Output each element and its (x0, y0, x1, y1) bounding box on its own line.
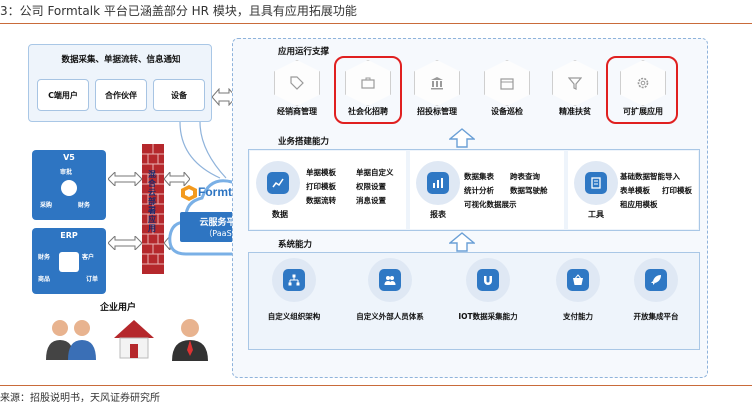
app-inspection: 设备巡检 (474, 60, 540, 120)
data-group: 数据 单据模板 单据自定义 打印模板 权限设置 数据流转 消息设置 (250, 151, 406, 229)
erp-hub-icon (59, 252, 79, 272)
enterprise-users-label: 企业用户 (100, 300, 136, 313)
erp-box: ERP 财务 客户 订单 商品 (32, 228, 106, 294)
top-item-device: 设备 (153, 79, 205, 111)
v5-node-purchase: 采购 (40, 200, 52, 209)
erp-node-order: 订单 (86, 274, 98, 283)
briefcase-icon (345, 60, 391, 106)
erp-firewall-arrow (108, 236, 142, 250)
erp-title: ERP (32, 231, 106, 240)
building-icon (414, 60, 460, 106)
app-extensible: 可扩展应用 (610, 60, 676, 120)
org-chart-icon (272, 258, 316, 302)
v5-box: V5 审批 采购 财务 (32, 150, 106, 220)
report-group-icon (416, 161, 460, 205)
app-poverty: 精准扶贫 (542, 60, 608, 120)
sys-item-external: 自定义外部人员体系 (348, 256, 432, 348)
sys-item-iot: IOT数据采集能力 (446, 256, 530, 348)
app-bidding: 招投标管理 (404, 60, 470, 120)
tag-icon (274, 60, 320, 106)
left-top-box: 数据采集、单据流转、信息通知 C端用户 合作伙伴 设备 (28, 44, 212, 122)
report-group: 报表 数据集表 跨表查询 统计分析 数据驾驶舱 可视化数据展示 (410, 151, 564, 229)
rocket-icon (634, 258, 678, 302)
tool-group-icon (574, 161, 618, 205)
calendar-icon (484, 60, 530, 106)
funnel-icon (552, 60, 598, 106)
left-top-title: 数据采集、单据流转、信息通知 (29, 53, 213, 65)
businessman-icon (170, 316, 210, 362)
user-group-icon (40, 316, 104, 362)
top-item-c-user: C端用户 (37, 79, 89, 111)
app-section-title: 应用运行支撑 (278, 45, 329, 57)
v5-firewall-arrow (108, 172, 142, 186)
figure-caption: 3：公司 Formtalk 平台已涵盖部分 HR 模块，且具有应用拓展功能 (0, 2, 752, 24)
people-icon (368, 258, 412, 302)
top-item-partner: 合作伙伴 (95, 79, 147, 111)
data-group-icon (256, 161, 300, 205)
data-group-name: 数据 (272, 209, 288, 220)
sys-item-integration: 开放集成平台 (614, 256, 698, 348)
app-dealer: 经销商管理 (264, 60, 330, 120)
house-icon (112, 318, 156, 360)
erp-node-goods: 商品 (38, 274, 50, 283)
erp-node-customer: 客户 (82, 252, 94, 261)
gear-icon (620, 60, 666, 106)
v5-title: V5 (32, 153, 106, 162)
tool-group: 工具 基础数据智能导入 表单模板 打印模板 租应用模板 (568, 151, 698, 229)
basket-icon (556, 258, 600, 302)
magnet-icon (466, 258, 510, 302)
v5-node-finance: 财务 (78, 200, 90, 209)
figure-source: 来源：招股说明书，天风证券研究所 (0, 385, 752, 404)
biz-section-title: 业务搭建能力 (278, 135, 329, 147)
v5-node-approve: 审批 (60, 167, 72, 176)
sys-item-org: 自定义组织架构 (252, 256, 336, 348)
up-arrow-apps (449, 128, 475, 148)
formtalk-logo-icon (180, 184, 198, 202)
sys-item-payment: 支付能力 (536, 256, 620, 348)
report-group-name: 报表 (430, 209, 446, 220)
tool-group-name: 工具 (588, 209, 604, 220)
up-arrow-biz (449, 232, 475, 252)
app-social-recruit: 社会化招聘 (335, 60, 401, 120)
sys-section-title: 系统能力 (278, 238, 312, 250)
v5-hub-icon (61, 180, 77, 196)
erp-node-finance: 财务 (38, 252, 50, 261)
